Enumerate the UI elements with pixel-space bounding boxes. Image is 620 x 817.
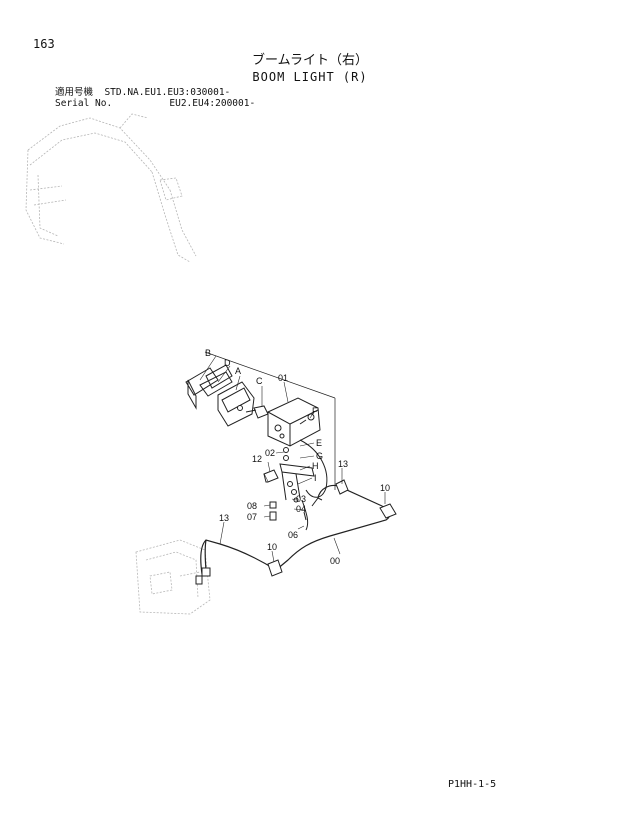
callout-C: C [256,376,263,386]
callout-08: 08 [247,501,257,511]
title-japanese: ブームライト（右） [252,53,368,68]
callout-A: A [235,366,241,376]
screw [299,413,315,425]
callout-02: 02 [265,448,275,458]
lamp-body [267,397,321,447]
callout-01: 01 [278,373,288,383]
grommet-block [263,469,279,483]
callout-F: F [312,406,318,416]
callout-04: 04 [296,504,306,514]
callout-00: 00 [330,556,340,566]
callout-labels: B D A C 01 F E 02 G 12 H I 03 04 08 07 0… [205,348,390,566]
callout-13-right: 13 [338,459,348,469]
callout-D: D [224,358,231,368]
boom-sketch [25,113,197,263]
leader-lines [199,355,386,563]
title-english: BOOM LIGHT (R) [252,70,368,84]
callout-10-right: 10 [380,483,390,493]
callout-06: 06 [288,530,298,540]
callout-03: 03 [296,494,306,504]
lamp-housing [217,381,255,427]
callout-B: B [205,348,211,358]
callout-07: 07 [247,512,257,522]
callout-I: I [314,473,317,483]
callout-G: G [316,451,323,461]
callout-10-left: 10 [267,542,277,552]
callout-H: H [312,461,319,471]
callout-12: 12 [252,454,262,464]
callout-E: E [316,438,322,448]
serial-number-row-1: 適用号機 STD.NA.EU1.EU3:030001- [55,87,231,98]
lamp-lens-frame [185,364,233,410]
page-number: 163 [33,37,55,51]
serial-number-row-2: Serial No. EU2.EU4:200001- [55,98,256,109]
callout-13-left: 13 [219,513,229,523]
harness-connector [195,567,211,585]
footer-code: P1HH-1-5 [448,779,497,790]
bolt-and-washer [269,501,277,521]
harness-clamp [267,479,397,577]
